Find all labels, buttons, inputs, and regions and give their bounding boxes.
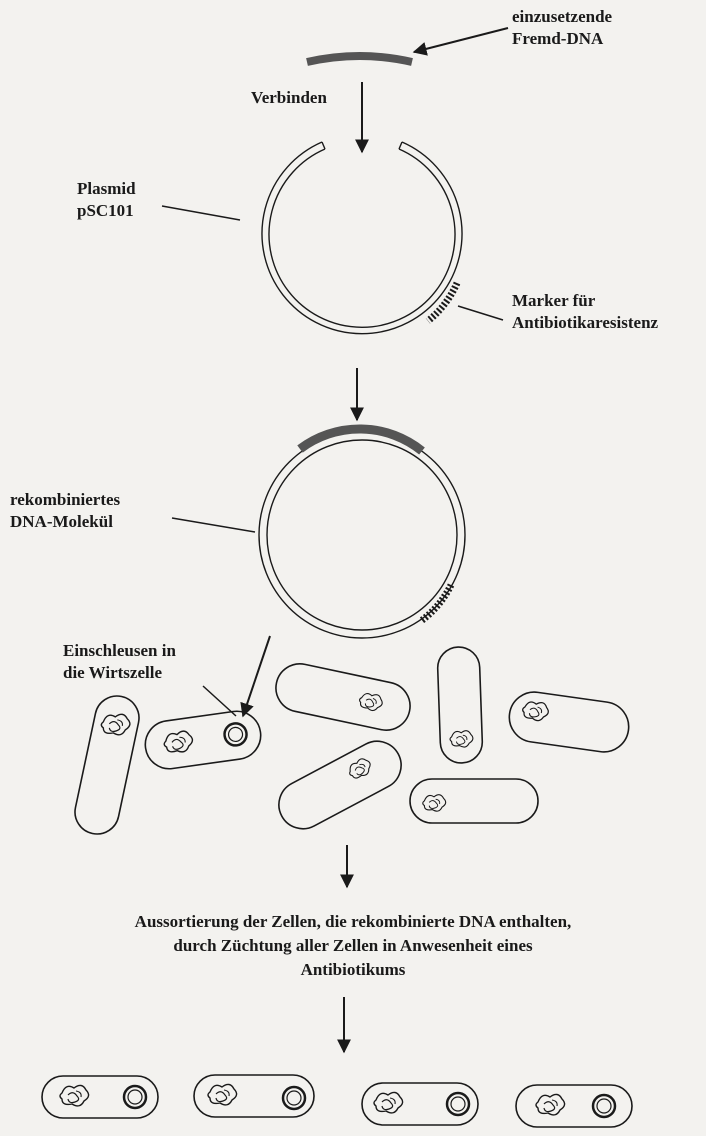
resistance-marker [428, 283, 457, 321]
marker-leader-line [458, 306, 503, 320]
open-plasmid [262, 142, 462, 334]
cell [437, 646, 483, 763]
cell [270, 733, 409, 837]
resistance-marker-recombinant [421, 585, 451, 621]
caption-line2: durch Züchtung aller Zellen in Anwesenhe… [60, 934, 646, 958]
recombinant-label-line1: rekombiniertes [10, 489, 120, 511]
marker-label-line1: Marker für [512, 290, 658, 312]
recombinant-leader-line [172, 518, 255, 532]
cell [71, 692, 143, 838]
marker-label-line2: Antibiotikaresistenz [512, 312, 658, 334]
insertion-label-line2: die Wirtszelle [63, 662, 176, 684]
marker-label: Marker für Antibiotikaresistenz [512, 290, 658, 334]
plasmid-leader-line [162, 206, 240, 220]
selected-cell [516, 1085, 632, 1127]
host-cell-with-plasmid [142, 708, 264, 772]
cell [410, 779, 538, 823]
insertion-label-line1: Einschleusen in [63, 640, 176, 662]
joining-label: Verbinden [251, 87, 327, 109]
recombinant-plasmid [259, 429, 465, 638]
selected-cell [42, 1076, 158, 1118]
caption-line3: Antibiotikums [60, 958, 646, 982]
foreign-dna-label-line1: einzusetzende [512, 6, 612, 28]
insertion-arrow [243, 636, 270, 716]
selected-cells [42, 1075, 632, 1127]
plasmid-label-line1: Plasmid [77, 178, 136, 200]
cell [506, 689, 632, 755]
foreign-dna-label: einzusetzende Fremd-DNA [512, 6, 612, 50]
foreign-dna-fragment [307, 56, 412, 62]
selection-caption: Aussortierung der Zellen, die rekombinie… [60, 910, 646, 982]
cell [271, 659, 414, 734]
foreign-dna-label-line2: Fremd-DNA [512, 28, 612, 50]
plasmid-label: Plasmid pSC101 [77, 178, 136, 222]
insertion-label: Einschleusen in die Wirtszelle [63, 640, 176, 684]
recombinant-label: rekombiniertes DNA-Molekül [10, 489, 120, 533]
plasmid-label-line2: pSC101 [77, 200, 136, 222]
selected-cell [362, 1083, 478, 1125]
selected-cell [194, 1075, 314, 1117]
pointer-arrow-foreign-dna [414, 28, 508, 52]
caption-line1: Aussortierung der Zellen, die rekombinie… [60, 910, 646, 934]
recombinant-label-line2: DNA-Molekül [10, 511, 120, 533]
